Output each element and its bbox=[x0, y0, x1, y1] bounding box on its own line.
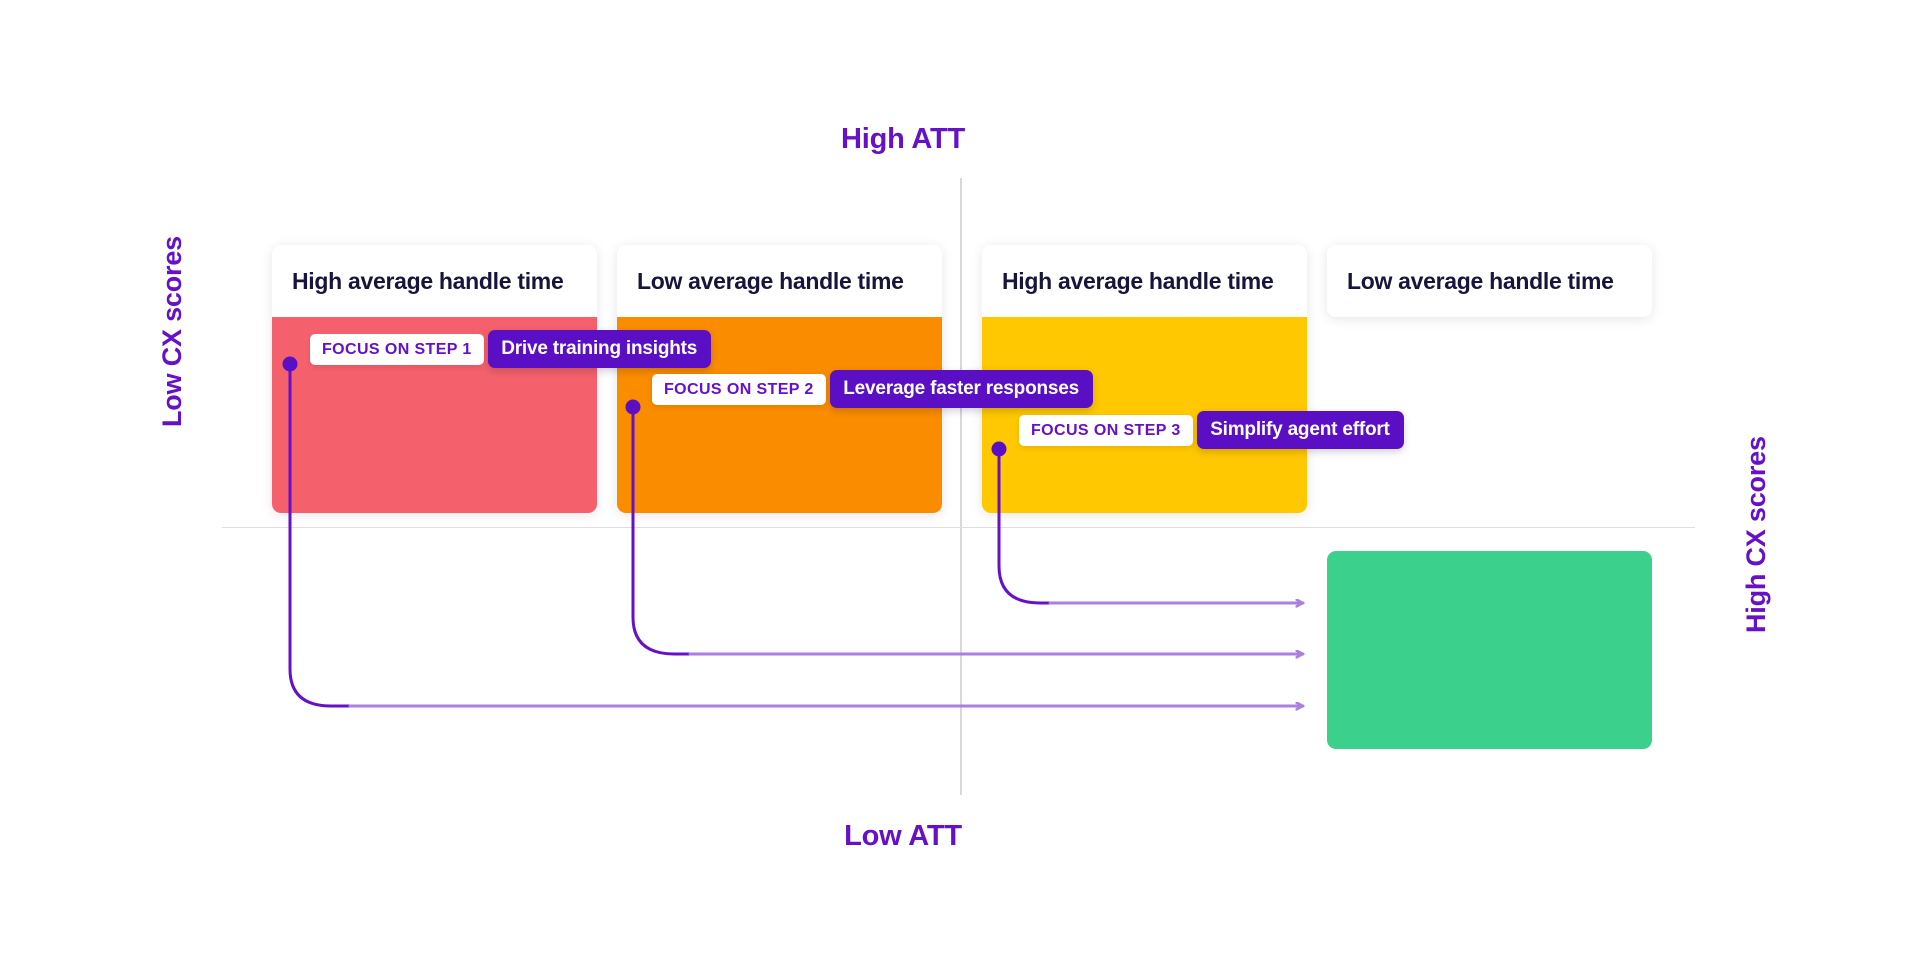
axis-label-low-att: Low ATT bbox=[844, 820, 962, 852]
callout-step-2-action: Leverage faster responses bbox=[830, 370, 1093, 408]
quadrant-card-4[interactable]: Low average handle time bbox=[1327, 245, 1652, 317]
callout-step-3-action: Simplify agent effort bbox=[1197, 411, 1404, 449]
axis-line-horizontal bbox=[222, 527, 1695, 528]
quadrant-card-1-header: High average handle time bbox=[272, 245, 597, 317]
quadrant-card-2-header: Low average handle time bbox=[617, 245, 942, 317]
callout-step-3-label: FOCUS ON STEP 3 bbox=[1019, 415, 1193, 446]
callout-step-2-label: FOCUS ON STEP 2 bbox=[652, 374, 826, 405]
quadrant-card-1[interactable]: High average handle time bbox=[272, 245, 597, 513]
callout-step-3[interactable]: FOCUS ON STEP 3 Simplify agent effort bbox=[1019, 411, 1404, 449]
callout-step-1-action: Drive training insights bbox=[488, 330, 712, 368]
axis-line-vertical bbox=[960, 178, 962, 795]
axis-label-low-cx-scores: Low CX scores bbox=[157, 236, 187, 427]
axis-label-high-att: High ATT bbox=[840, 123, 966, 155]
outcome-green-block bbox=[1327, 551, 1652, 749]
quadrant-card-4-header: Low average handle time bbox=[1327, 245, 1652, 317]
callout-step-1[interactable]: FOCUS ON STEP 1 Drive training insights bbox=[310, 330, 712, 368]
callout-step-2[interactable]: FOCUS ON STEP 2 Leverage faster response… bbox=[652, 370, 1093, 408]
axis-label-high-cx-scores: High CX scores bbox=[1741, 436, 1771, 633]
quadrant-card-3-header: High average handle time bbox=[982, 245, 1307, 317]
callout-step-1-label: FOCUS ON STEP 1 bbox=[310, 334, 484, 365]
